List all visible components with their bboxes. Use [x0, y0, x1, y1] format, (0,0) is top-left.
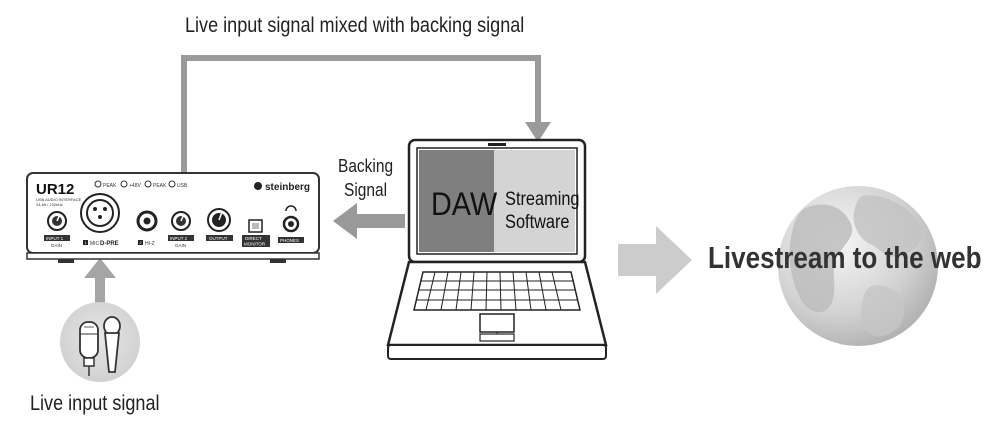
- daw-panel: [419, 150, 494, 252]
- backing-signal-label: Backing Signal: [338, 154, 393, 202]
- laptop-icon: [386, 138, 608, 360]
- svg-text:MIC: MIC: [90, 241, 100, 247]
- live-input-arrow: [84, 258, 116, 310]
- mixed-signal-label: Live input signal mixed with backing sig…: [185, 14, 525, 37]
- globe-icon: [778, 186, 938, 346]
- microphone-icon: [60, 302, 140, 382]
- phantom-led: [120, 180, 128, 188]
- svg-text:INPUT 2: INPUT 2: [170, 236, 188, 241]
- backing-signal-arrow: [333, 203, 405, 239]
- streaming-panel: [494, 150, 575, 252]
- interface-subtitle: USB AUDIO INTERFACE: [36, 197, 82, 202]
- peak1-led: [94, 180, 102, 188]
- svg-text:PEAK: PEAK: [153, 183, 167, 189]
- svg-text:PHONES: PHONES: [280, 238, 299, 243]
- svg-text:MONITOR: MONITOR: [244, 242, 266, 247]
- peak2-led: [144, 180, 152, 188]
- trackpad: [479, 313, 515, 333]
- livestream-label: Livestream to the web: [708, 240, 982, 275]
- usb-led: [168, 180, 176, 188]
- streaming-label-line2: Software: [505, 212, 570, 233]
- streaming-software-label: Streaming Software: [505, 188, 580, 234]
- daw-label: DAW: [431, 186, 498, 222]
- svg-text:GAIN: GAIN: [51, 243, 62, 248]
- live-input-label: Live input signal: [30, 392, 160, 415]
- backing-label-line1: Backing: [338, 156, 394, 176]
- streaming-label-line1: Streaming: [505, 189, 580, 210]
- audio-interface: UR12 USB AUDIO INTERFACE 24-bit / 192kHz…: [26, 172, 320, 263]
- svg-text:1: 1: [85, 240, 88, 245]
- svg-text:INPUT 1: INPUT 1: [46, 236, 64, 241]
- interface-spec: 24-bit / 192kHz: [36, 202, 63, 207]
- svg-text:DIRECT: DIRECT: [245, 236, 262, 241]
- mixed-signal-arrow: [181, 55, 551, 172]
- svg-text:HI-Z: HI-Z: [145, 241, 155, 247]
- steinberg-logo: steinberg: [265, 182, 310, 193]
- svg-text:OUTPUT: OUTPUT: [209, 236, 228, 241]
- headphones-icon: [285, 205, 297, 212]
- steinberg-logo-icon: [254, 182, 262, 190]
- livestream-arrow: [618, 226, 692, 294]
- svg-text:PEAK: PEAK: [103, 183, 117, 189]
- svg-text:GAIN: GAIN: [175, 243, 186, 248]
- backing-label-line2: Signal: [344, 180, 388, 200]
- svg-text:+48V: +48V: [129, 183, 141, 189]
- svg-text:D-PRE: D-PRE: [100, 241, 119, 247]
- svg-text:USB: USB: [177, 183, 188, 189]
- svg-text:2: 2: [140, 240, 143, 245]
- interface-brand: UR12: [36, 181, 74, 198]
